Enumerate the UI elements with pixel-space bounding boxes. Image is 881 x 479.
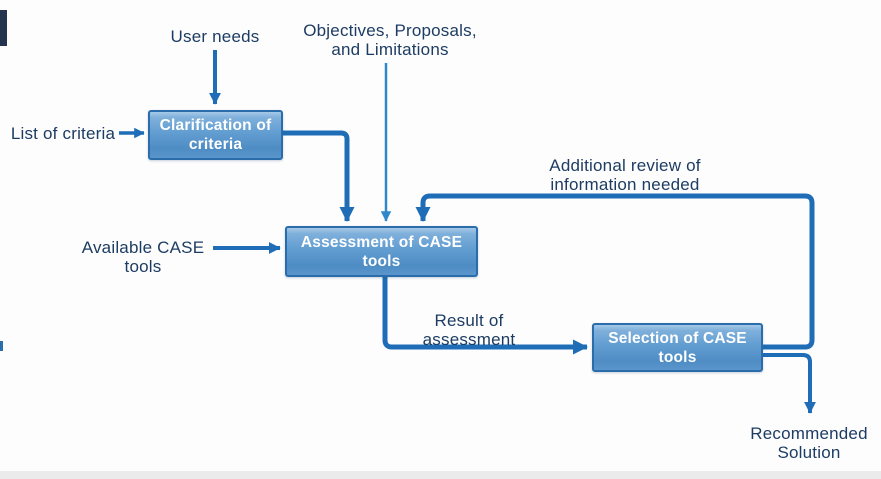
label-list-of-criteria: List of criteria [10,124,116,143]
label-objectives-proposals-limitations: Objectives, Proposals, and Limitations [303,21,477,59]
label-available-case-tools: Available CASE tools [81,238,205,276]
screen-edge-artifact-top [0,10,7,46]
screen-edge-artifact-middle [0,341,3,351]
edge-clarification-to-assessment [283,130,355,223]
label-additional-review-needed: Additional review of information needed [549,156,701,194]
edge-selection-to-recommended-solution [763,353,816,414]
node-selection-of-case-tools: Selection of CASE tools [592,323,763,372]
bottom-border-strip [0,471,881,479]
label-user-needs: User needs [170,27,260,46]
label-recommended-solution: Recommended Solution [750,424,868,462]
label-result-of-assessment: Result of assessment [422,311,516,349]
node-clarification-of-criteria: Clarification of criteria [148,110,283,160]
node-assessment-of-case-tools: Assessment of CASE tools [285,226,478,277]
